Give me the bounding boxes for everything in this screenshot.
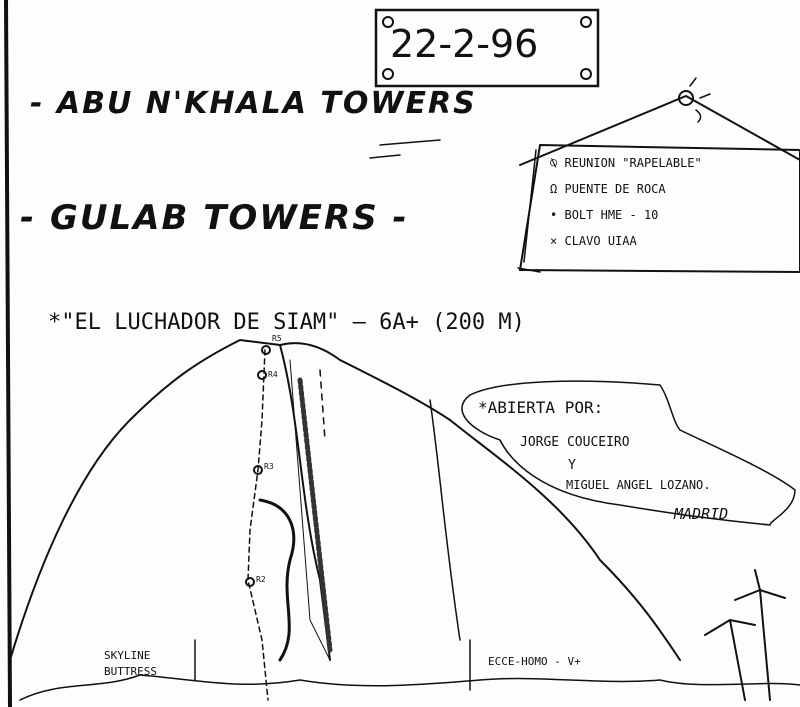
- first-ascensionist-2: MIGUEL ANGEL LOZANO.: [566, 478, 711, 492]
- and-label: Y: [568, 458, 576, 473]
- cross-icon: ×: [550, 234, 558, 248]
- belay-label: R3: [264, 462, 274, 471]
- date-label: 22-2-96: [390, 22, 539, 66]
- credits-bubble: [461, 380, 796, 526]
- legend-label: PUENTE DE ROCA: [564, 182, 666, 196]
- legend: ⍉ REUNION "RAPELABLE" Ω PUENTE DE ROCA •…: [550, 150, 702, 254]
- skyline-buttress-label: SKYLINE BUTTRESS: [104, 649, 157, 678]
- mountain-outline: [9, 338, 681, 661]
- palm-tree-icon: [704, 569, 786, 701]
- date-box: [374, 8, 600, 88]
- ground-line: [19, 674, 800, 701]
- shadow-line: [289, 359, 331, 661]
- belay-icon: ⍉: [550, 156, 558, 170]
- heading-abu-nkhala-towers: - ABU N'KHALA TOWERS: [30, 86, 477, 121]
- main-dihedral: [279, 344, 331, 661]
- legend-label: BOLT HME - 10: [564, 208, 659, 222]
- legend-item-belay: ⍉ REUNION "RAPELABLE": [550, 150, 702, 176]
- legend-roof: [519, 94, 800, 166]
- belay-label: R2: [256, 575, 266, 584]
- city-label: MADRID: [674, 505, 729, 523]
- ecce-homo-label: ECCE-HOMO - V+: [488, 655, 581, 668]
- first-ascensionist-1: JORGE COUCEIRO: [520, 435, 630, 450]
- legend-item-rock-bridge: Ω PUENTE DE ROCA: [550, 176, 702, 202]
- opened-by-heading: *ABIERTA POR:: [478, 398, 604, 417]
- sun-icon: [678, 90, 694, 106]
- belay-label: R5: [272, 334, 282, 343]
- legend-item-bolt: • BOLT HME - 10: [550, 202, 702, 228]
- legend-item-piton: × CLAVO UIAA: [550, 228, 702, 254]
- legend-label: CLAVO UIAA: [564, 234, 637, 248]
- dot-icon: •: [550, 208, 558, 222]
- heading-gulab-towers: - GULAB TOWERS -: [20, 198, 409, 238]
- belay-label: R4: [268, 370, 278, 379]
- route-line: [247, 349, 269, 701]
- omega-icon: Ω: [550, 182, 558, 196]
- route-title: *"EL LUCHADOR DE SIAM" — 6A+ (200 M): [48, 310, 525, 335]
- legend-label: REUNION "RAPELABLE": [564, 156, 702, 170]
- page-edge: [4, 0, 12, 707]
